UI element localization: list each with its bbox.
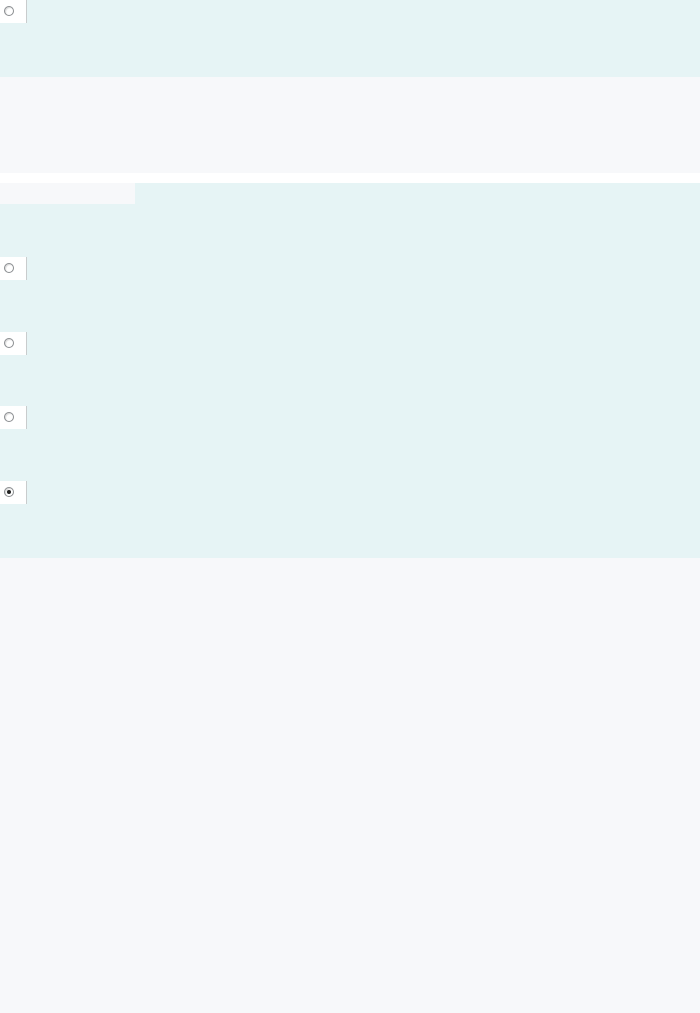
radio-option-1[interactable] xyxy=(0,257,27,280)
radio-option-2[interactable] xyxy=(0,332,27,355)
radio-option-4[interactable] xyxy=(0,481,27,504)
radio-unchecked-icon xyxy=(4,412,14,422)
radio-unchecked-icon xyxy=(4,338,14,348)
band-tab-notch xyxy=(0,183,135,204)
radio-checked-icon xyxy=(4,487,14,497)
radio-unchecked-icon xyxy=(4,263,14,273)
divider xyxy=(0,173,700,183)
radio-option-top[interactable] xyxy=(0,0,27,23)
question-band-main xyxy=(0,183,700,558)
question-band-top xyxy=(0,0,700,77)
radio-option-3[interactable] xyxy=(0,406,27,429)
radio-unchecked-icon xyxy=(4,6,14,16)
